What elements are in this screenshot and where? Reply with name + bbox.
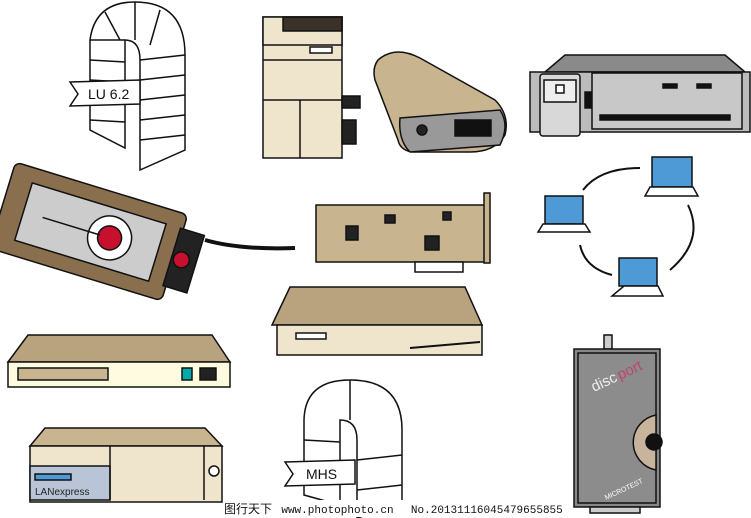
network-interface-card [315,192,491,273]
modem [373,51,507,153]
server-label: LANexpress [35,487,89,498]
discport-device: disc port MICROTEST [573,334,663,514]
watermark-url: www.photophoto.cn [281,505,394,517]
gateway-label-lu62: LU 6.2 [88,86,129,102]
rack-server [529,54,751,137]
watermark-number: No.20131116045479655855 [410,505,563,517]
hub [270,286,484,356]
gateway-arch-mhs: MHS [283,379,403,518]
computer-icon [643,156,700,197]
watermark-site-name: 图行天下 [224,502,273,516]
tower-unit [262,16,361,159]
computer-icon [609,257,665,297]
router [6,334,232,388]
pc-card-with-cable [0,162,206,301]
watermark: 图行天下 www.photophoto.cn No.20131116045479… [224,500,563,517]
gateway-arch-lu62: LU 6.2 [68,1,186,172]
computer-icon [536,195,592,233]
networked-computers [536,156,700,297]
gateway-label-mhs: MHS [306,466,337,482]
pc-card-cable [204,238,296,251]
lanexpress-server: LANexpress [28,427,224,503]
